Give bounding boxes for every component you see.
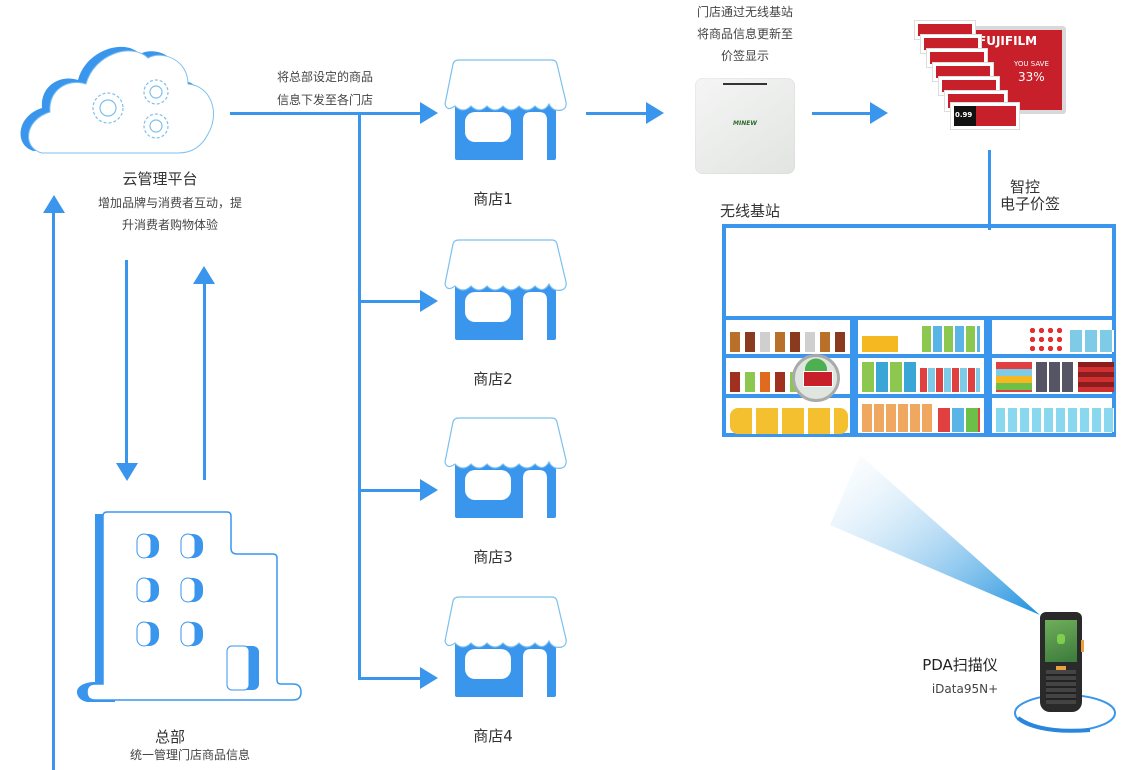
- station-title: 无线基站: [719, 202, 780, 220]
- arrow-head-right-icon: [870, 102, 888, 124]
- branch-store3: [358, 489, 422, 492]
- arrow-head-right-icon: [646, 102, 664, 124]
- arrow-station-to-tags: [812, 112, 872, 115]
- small-tag-price: 0.99: [955, 111, 973, 119]
- arrow-head-right-icon: [420, 290, 438, 312]
- store-label: 商店2: [473, 370, 513, 388]
- station-caption-line3: 价签显示: [720, 49, 769, 63]
- cloud-title: 云管理平台: [122, 170, 198, 188]
- pda-title: PDA扫描仪: [922, 656, 998, 674]
- supermarket-shelves-icon: [722, 224, 1116, 439]
- hq-desc: 统一管理门店商品信息: [129, 748, 250, 762]
- arrow-head-right-icon: [420, 102, 438, 124]
- store-4: 商店4: [443, 595, 568, 745]
- station-caption-line1: 门店通过无线基站: [696, 5, 793, 19]
- distribution-trunk: [358, 112, 361, 680]
- arrow-head-down-icon: [116, 463, 138, 481]
- branch-store2: [358, 300, 422, 303]
- big-tag-brand: FUJIFILM: [978, 34, 1038, 48]
- arrow-hq-to-cloud: [203, 282, 206, 480]
- arrow-store-to-station: [586, 112, 648, 115]
- store-label: 商店1: [473, 190, 513, 208]
- storefront-icon: [444, 596, 567, 697]
- store-label: 商店4: [473, 727, 513, 745]
- station-caption-line2: 将商品信息更新至: [696, 27, 793, 41]
- shelf-unit: [722, 316, 854, 437]
- shelf-unit: [854, 316, 988, 437]
- big-tag-promo: YOU SAVE: [1014, 60, 1049, 68]
- shelf-unit: [988, 316, 1116, 437]
- branch-store4: [358, 677, 422, 680]
- storefront-icon: [444, 239, 567, 340]
- arrow-head-up-icon: [193, 266, 215, 284]
- arrow-long-up: [52, 210, 55, 770]
- storefront-icon: [444, 417, 567, 518]
- store-2: 商店2: [443, 238, 568, 388]
- big-tag-percent: 33%: [1018, 70, 1045, 84]
- distribution-label-line1: 将总部设定的商品: [276, 70, 373, 84]
- tags-connector: [988, 150, 991, 230]
- arrow-cloud-to-store1: [230, 112, 422, 115]
- station-led-bar: [723, 83, 767, 85]
- electronic-price-tags-icon: FUJIFILM YOU SAVE 33% 0.99: [900, 16, 1080, 130]
- hq-title: 总部: [154, 728, 185, 746]
- cloud-gears-icon: [20, 46, 214, 154]
- arrow-cloud-to-hq: [125, 260, 128, 465]
- store-label: 商店3: [473, 548, 513, 566]
- office-building-icon: [77, 511, 302, 702]
- store-3: 商店3: [443, 416, 568, 566]
- magnifier-icon: [792, 354, 840, 402]
- arrow-head-right-icon: [420, 667, 438, 689]
- store-1: 商店1: [443, 58, 568, 208]
- tags-label-line2: 电子价签: [999, 195, 1060, 213]
- wireless-base-station-icon: MINEW: [695, 78, 795, 174]
- pda-model: iData95N+: [931, 682, 999, 696]
- station-brand: MINEW: [733, 120, 757, 127]
- pda-scanner-icon: [1040, 612, 1084, 712]
- cloud-desc-line1: 增加品牌与消费者互动，提: [97, 196, 242, 210]
- arrow-head-right-icon: [420, 479, 438, 501]
- arrow-head-up-icon: [43, 195, 65, 213]
- tags-label-line1: 智控: [1009, 178, 1040, 196]
- cloud-desc-line2: 升消费者购物体验: [121, 218, 218, 232]
- scan-beam: [830, 455, 1040, 615]
- front-price-tag: 0.99: [950, 102, 1020, 130]
- storefront-icon: [444, 59, 567, 160]
- distribution-label-line2: 信息下发至各门店: [276, 93, 373, 107]
- cloud-platform: [20, 36, 214, 156]
